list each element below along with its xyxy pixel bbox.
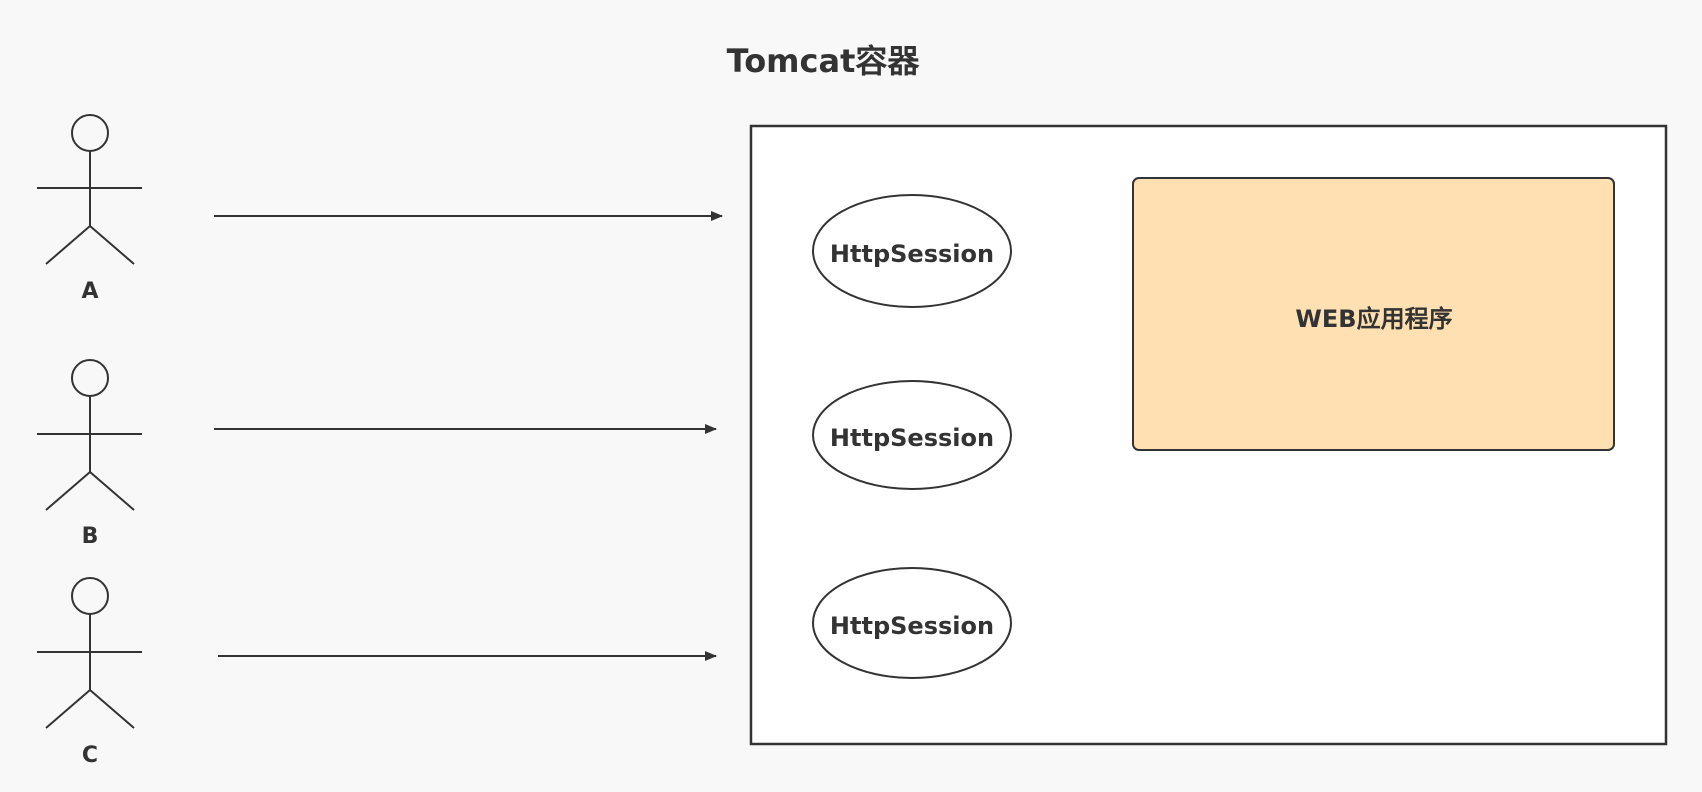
- http-session-2: [812, 380, 1012, 490]
- actor-b-left-leg: [45, 471, 91, 511]
- http-session-1: [812, 194, 1012, 308]
- actor-b-right-leg: [89, 471, 135, 511]
- actor-a-right-leg: [89, 225, 135, 265]
- actor-b-head: [71, 359, 109, 397]
- actor-b-label: B: [82, 524, 99, 549]
- http-session-3: [812, 567, 1012, 679]
- actor-c: [37, 577, 142, 729]
- web-app-label: WEB应用程序: [1295, 305, 1452, 333]
- actor-a-left-leg: [45, 225, 91, 265]
- actor-a-label: A: [81, 279, 98, 304]
- web-app-box: [1132, 177, 1615, 451]
- actor-c-head: [71, 577, 109, 615]
- diagram-title: Tomcat容器: [727, 42, 921, 80]
- actor-c-label: C: [82, 743, 98, 768]
- actor-c-left-leg: [45, 689, 91, 729]
- actor-a: [37, 114, 142, 265]
- http-session-3-label: HttpSession: [830, 612, 994, 640]
- actor-a-head: [71, 114, 109, 152]
- actor-b: [37, 359, 142, 511]
- http-session-1-label: HttpSession: [830, 240, 994, 268]
- http-session-2-label: HttpSession: [830, 424, 994, 452]
- actor-c-right-leg: [89, 689, 135, 729]
